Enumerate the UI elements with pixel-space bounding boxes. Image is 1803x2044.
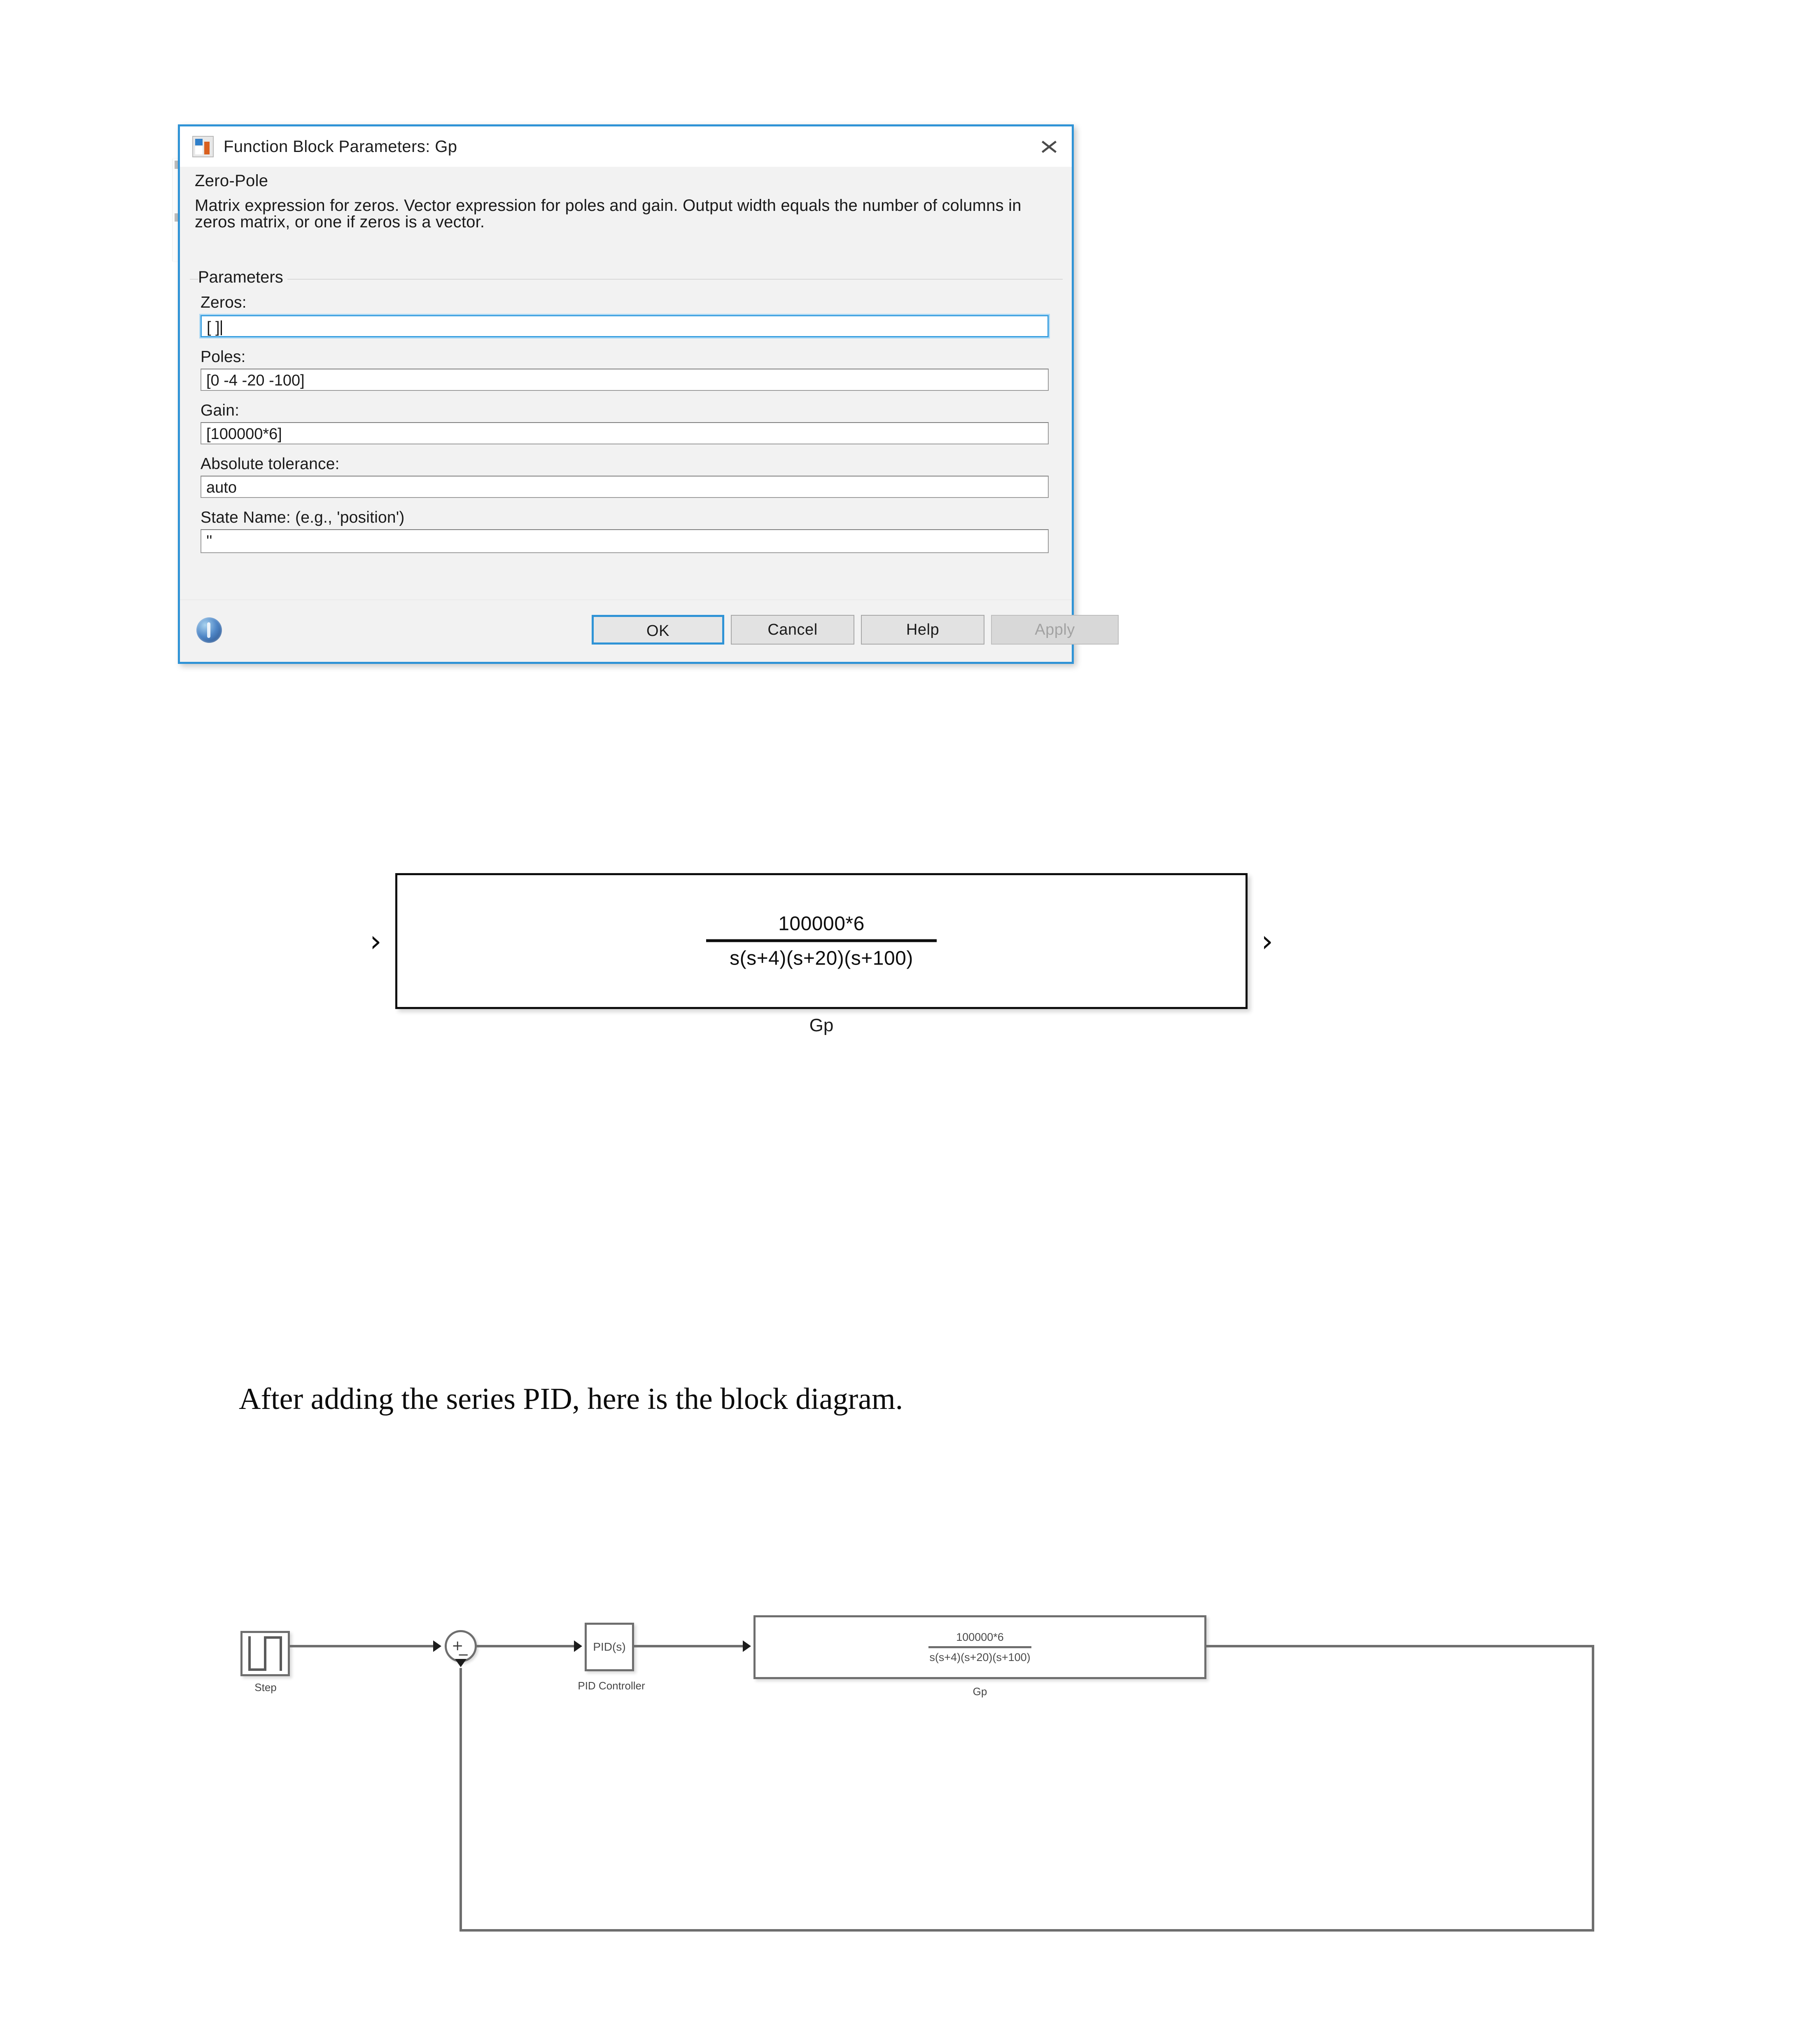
absolute-tolerance-label: Absolute tolerance: [201,455,340,473]
step-signal-icon [248,1636,282,1671]
step-block-label: Step [254,1681,277,1694]
gp-plant-block[interactable]: 100000*6 s(s+4)(s+20)(s+100) [753,1615,1206,1679]
parameters-legend: Parameters [198,268,287,287]
wire-feedback-right-vertical [1592,1645,1594,1932]
arrowhead-sum-input [433,1640,441,1652]
arrowhead-pid-input [574,1640,582,1652]
step-block[interactable] [240,1631,290,1676]
apply-button: Apply [991,615,1119,645]
page-caption: After adding the series PID, here is the… [239,1382,903,1416]
arrowhead-sum-feedback-input [455,1659,466,1667]
cancel-button[interactable]: Cancel [731,615,854,645]
block-type-heading: Zero-Pole [195,172,268,190]
wire-step-to-sum [290,1645,435,1647]
sum-plus-sign: + [452,1638,464,1654]
state-name-input[interactable]: '' [201,529,1049,553]
gain-label: Gain: [201,402,240,419]
gp-block-label: Gp [809,1015,834,1035]
gp-input-port-icon: › [370,923,382,958]
function-block-parameters-dialog: Function Block Parameters: Gp Zero-Pole … [178,124,1119,664]
sum-junction-block[interactable]: + − [445,1630,477,1662]
absolute-tolerance-input[interactable]: auto [201,476,1049,498]
block-diagram: Step + − PID(s) PID Controller 100000*6 … [231,1606,1630,1977]
gp-denominator: s(s+4)(s+20)(s+100) [730,947,913,969]
arrowhead-gp-input [743,1640,751,1652]
poles-input[interactable]: [0 -4 -20 -100] [201,369,1049,391]
zeros-input[interactable]: [ ] [201,315,1049,337]
wire-sum-to-pid [477,1645,576,1647]
pid-controller-text: PID(s) [593,1640,626,1653]
poles-label: Poles: [201,348,246,366]
parameters-group: Parameters Zeros: [ ] Poles: [0 -4 -20 -… [190,268,1063,659]
state-name-label: State Name: (e.g., 'position') [201,509,405,526]
fraction-bar [706,939,937,942]
zeros-value: [ ] [207,319,220,336]
close-icon[interactable] [1037,135,1061,159]
wire-feedback-bottom [459,1929,1594,1932]
gp-plant-label: Gp [973,1685,987,1698]
text-cursor [220,320,222,335]
pid-controller-block[interactable]: PID(s) [585,1623,634,1671]
block-description: Matrix expression for zeros. Vector expr… [195,196,1022,231]
gp-plant-numerator: 100000*6 [956,1631,1004,1643]
simulink-block-icon [192,136,214,157]
gp-output-port-icon: › [1261,923,1273,958]
wire-feedback-left-vertical [459,1668,462,1932]
zeros-label: Zeros: [201,294,247,311]
fraction-bar [928,1646,1031,1648]
dialog-body: Zero-Pole Matrix expression for zeros. V… [180,167,1119,662]
gp-block-body: 100000*6 s(s+4)(s+20)(s+100) [395,873,1248,1009]
ok-button[interactable]: OK [592,615,724,645]
dialog-title: Function Block Parameters: Gp [224,137,457,156]
wire-pid-to-gp [634,1645,744,1647]
wire-gp-output [1206,1645,1594,1647]
gain-input[interactable]: [100000*6] [201,422,1049,444]
gp-transfer-function: 100000*6 s(s+4)(s+20)(s+100) [397,913,1246,970]
help-orb-icon[interactable] [196,617,222,643]
gp-transfer-function-block[interactable]: › 100000*6 s(s+4)(s+20)(s+100) › [370,873,1273,1009]
pid-controller-label: PID Controller [578,1680,645,1692]
help-button[interactable]: Help [861,615,984,645]
gp-plant-denominator: s(s+4)(s+20)(s+100) [929,1651,1031,1663]
gp-plant-transfer-function: 100000*6 s(s+4)(s+20)(s+100) [756,1631,1204,1664]
dialog-title-bar: Function Block Parameters: Gp [180,126,1072,167]
dialog-footer: OK Cancel Help Apply [180,600,1119,662]
gp-numerator: 100000*6 [778,913,865,935]
